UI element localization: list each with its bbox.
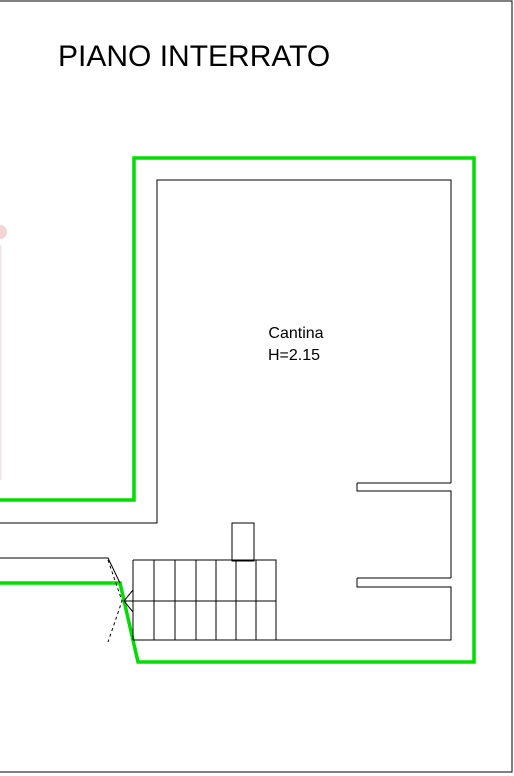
column-block: [231, 522, 255, 562]
staircase: [107, 559, 277, 643]
plan-title: PIANO INTERRATO: [58, 40, 330, 73]
room-name: Cantina: [268, 325, 323, 342]
room-height: H=2.15: [268, 347, 320, 364]
boundary-outline: [0, 156, 476, 664]
edge-mark: [0, 225, 7, 239]
room-walls: [0, 179, 452, 641]
